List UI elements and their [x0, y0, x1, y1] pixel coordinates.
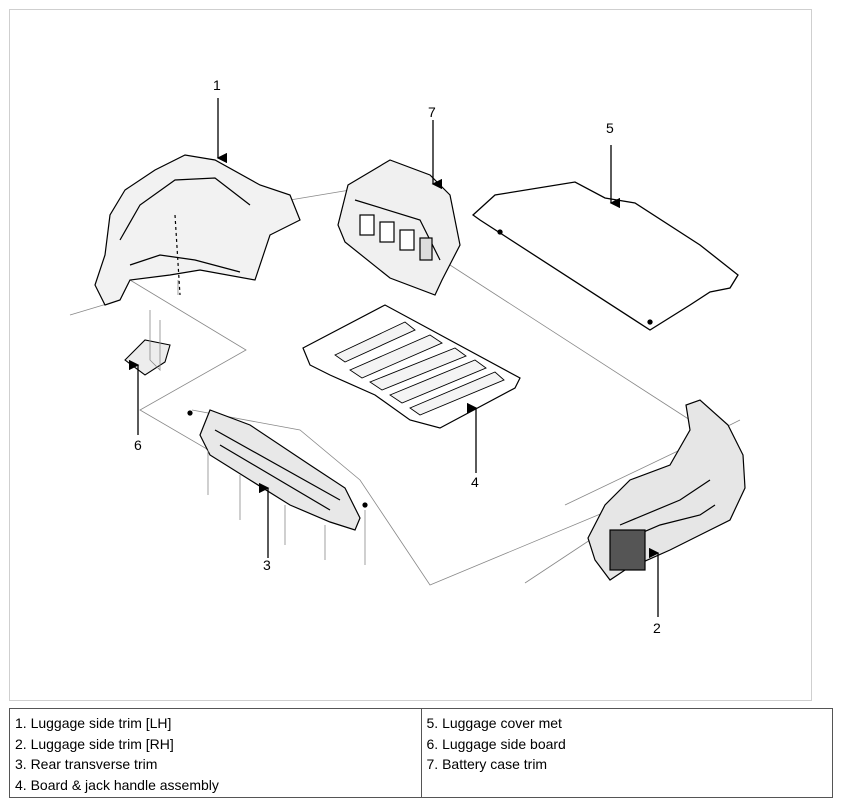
board-and-jack-handle-part	[302, 304, 521, 429]
callout-1: 1	[213, 77, 221, 93]
fastener-lines	[177, 280, 366, 565]
callout-5: 5	[606, 120, 614, 136]
legend-item-4: 4. Board & jack handle assembly	[15, 776, 219, 793]
legend-item-2: 2. Luggage side trim [RH]	[15, 735, 174, 752]
leader-lines	[128, 98, 660, 617]
callout-7: 7	[428, 104, 436, 120]
exploded-view-diagram: 1 2 3 4 5 6 7	[9, 9, 812, 701]
luggage-side-board-part	[124, 310, 171, 376]
callout-4: 4	[471, 474, 479, 490]
legend-item-6: 6. Luggage side board	[426, 735, 566, 752]
diagram-drawing	[69, 98, 746, 617]
legend-column-left: 1. Luggage side trim [LH] 2. Luggage sid…	[10, 709, 421, 797]
luggage-side-trim-rh-part	[587, 399, 746, 581]
luggage-cover-mat-part	[471, 181, 739, 331]
legend-item-5: 5. Luggage cover met	[426, 715, 562, 731]
legend-item-3: 3. Rear transverse trim	[15, 756, 158, 772]
legend-item-7: 7. Battery case trim	[426, 756, 548, 772]
luggage-side-trim-lh-part	[94, 154, 301, 306]
callout-2: 2	[653, 620, 661, 636]
parts-legend-table: 1. Luggage side trim [LH] 2. Luggage sid…	[9, 708, 833, 798]
callout-3: 3	[263, 557, 271, 573]
legend-column-right: 5. Luggage cover met 6. Luggage side boa…	[420, 709, 833, 797]
rear-transverse-trim-part	[187, 409, 368, 531]
callout-6: 6	[134, 437, 142, 453]
legend-item-1: 1. Luggage side trim [LH]	[15, 715, 172, 731]
battery-case-trim-part	[337, 159, 461, 296]
